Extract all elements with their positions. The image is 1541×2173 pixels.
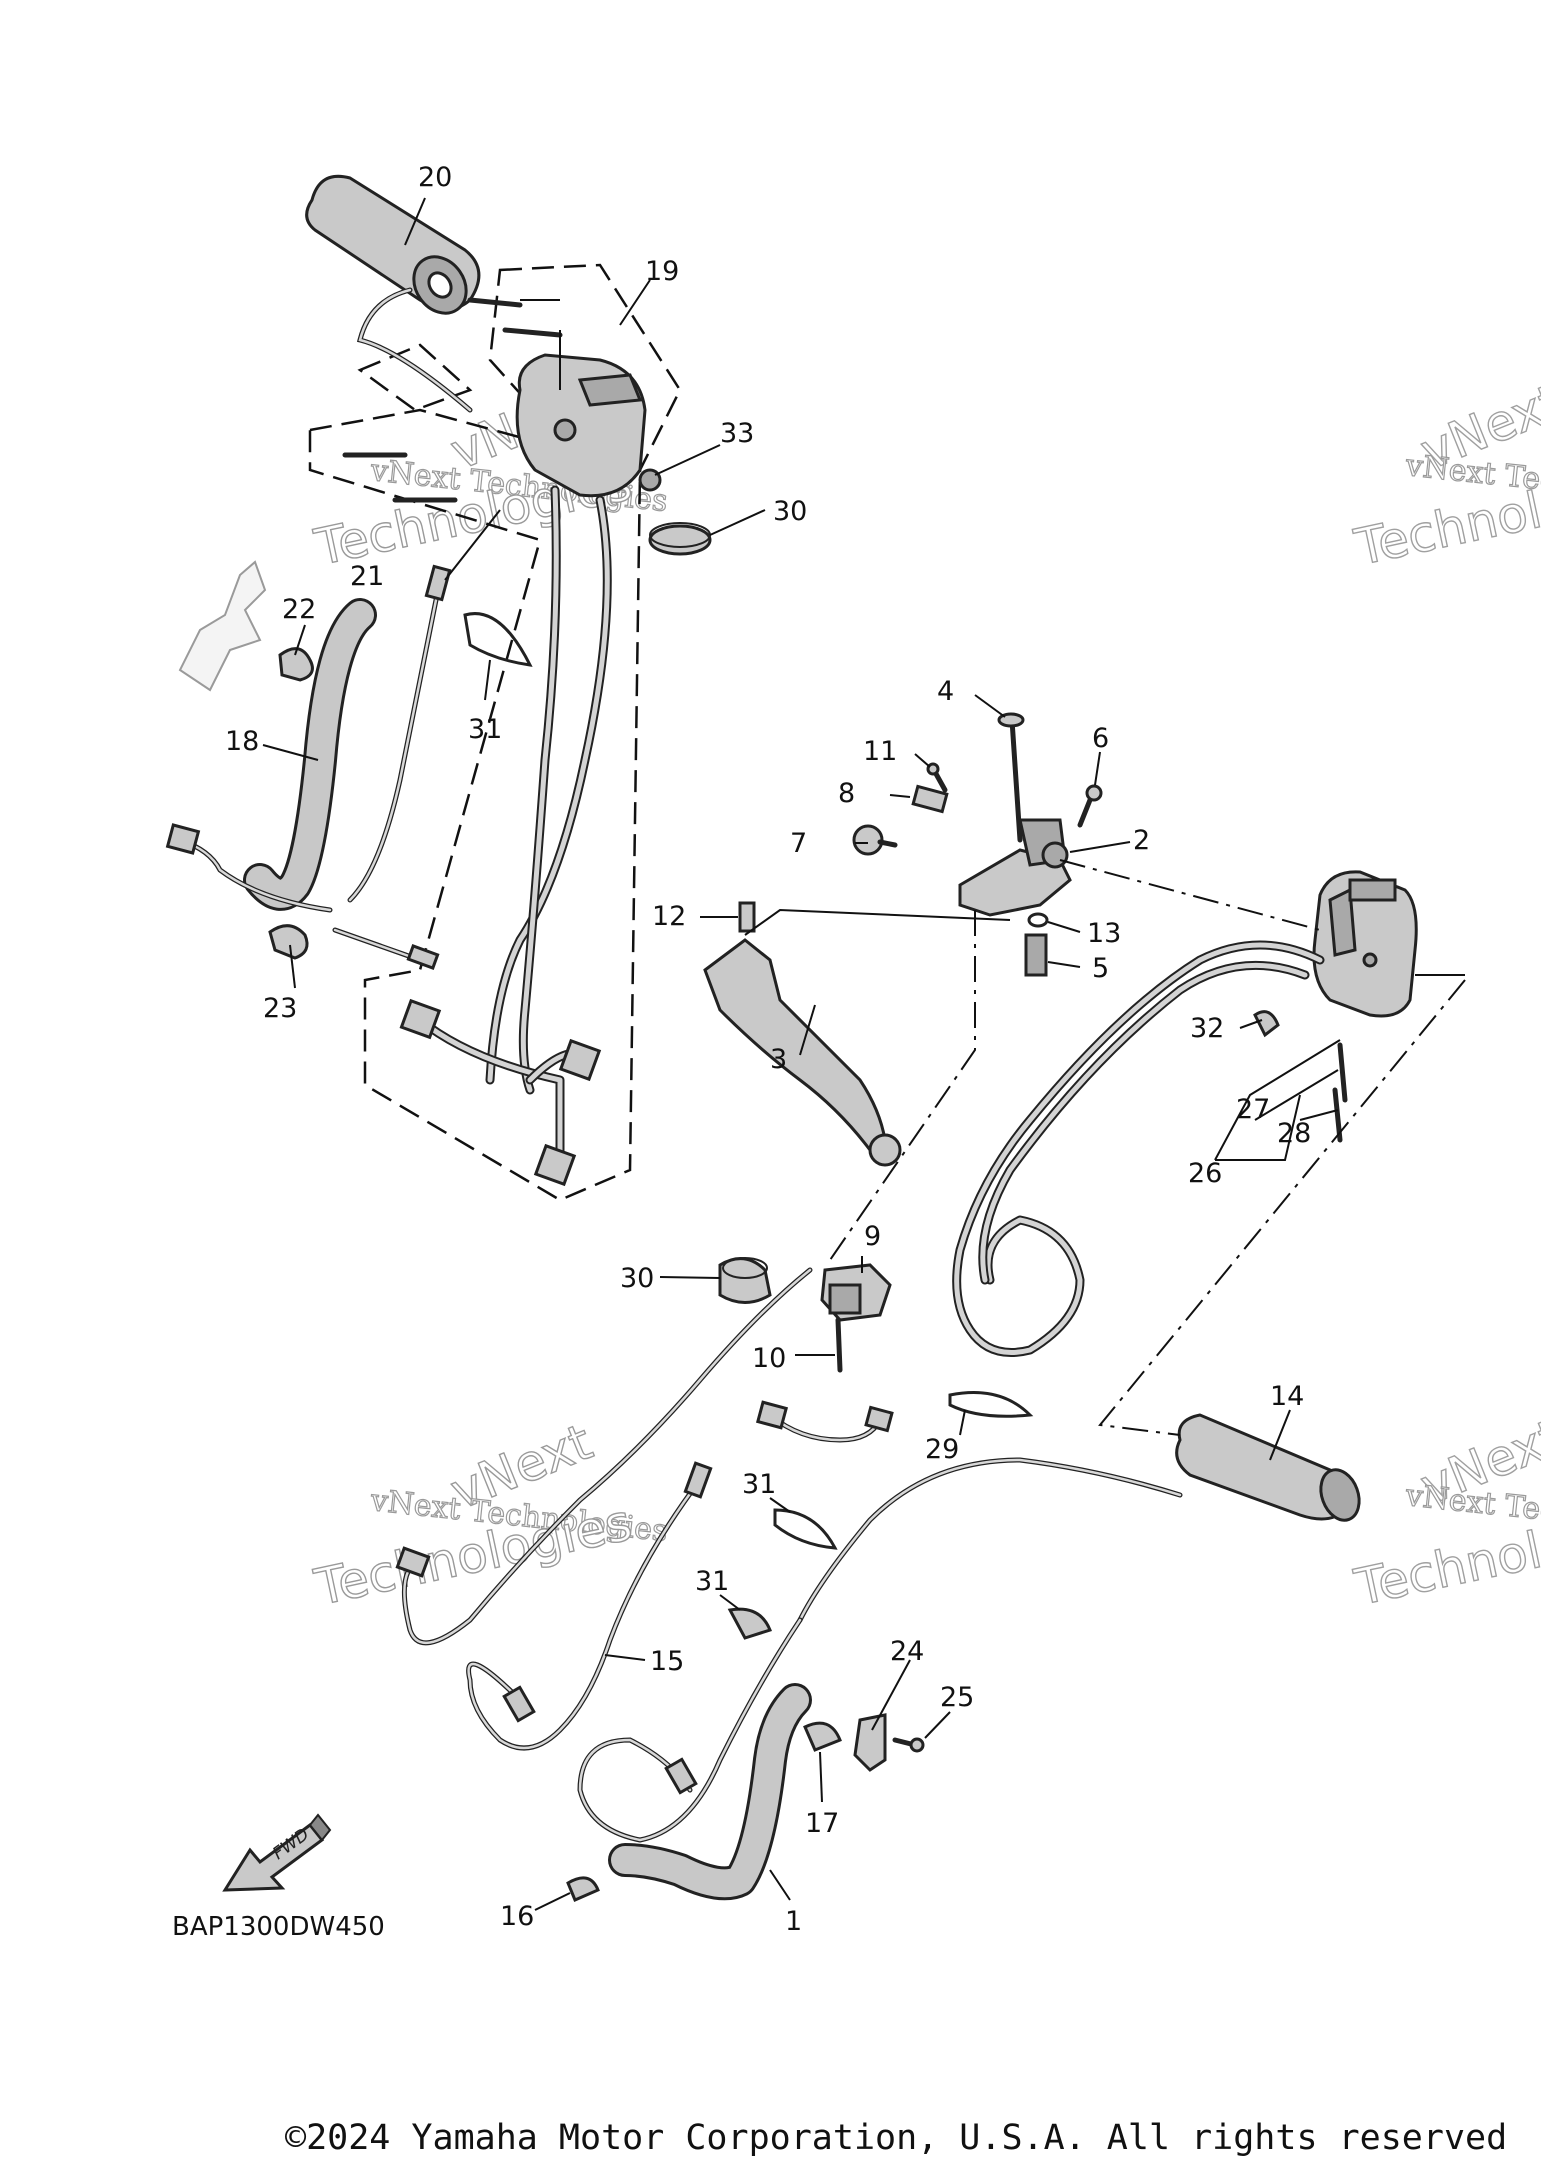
bolt-6: [1077, 784, 1103, 828]
ring-30-upper: [648, 522, 712, 556]
switch-screws-19: [342, 297, 563, 503]
callout-30-upper: 30: [773, 496, 807, 527]
screw-10: [835, 1317, 843, 1373]
clamp-31-lower: [727, 1607, 772, 1640]
leader-lines: [262, 197, 1339, 1911]
callout-29: 29: [925, 1434, 959, 1465]
callout-20: 20: [418, 162, 452, 193]
clamp-31-upper: [463, 612, 533, 667]
pin-12: [738, 901, 756, 933]
callout-4: 4: [937, 676, 954, 707]
callout-3: 3: [770, 1044, 787, 1075]
clamp-16: [566, 1876, 600, 1902]
callout-8: 8: [838, 778, 855, 809]
callout-17: 17: [805, 1808, 839, 1839]
switch-9: [820, 1263, 892, 1322]
bracket-24: [853, 1713, 887, 1772]
pivot-7: [852, 824, 898, 856]
callout-16: 16: [500, 1901, 534, 1932]
callout-21: 21: [350, 561, 384, 592]
left-lower-wire: [165, 823, 333, 913]
bolt-25: [892, 1737, 925, 1753]
callout-6: 6: [1092, 723, 1109, 754]
brake-lever: [703, 938, 902, 1167]
clamp-32: [1253, 1010, 1280, 1038]
watermark-bottom-right: vNext vNext Technologies Technologies: [1349, 1407, 1541, 1618]
spring-5: [1024, 933, 1048, 977]
switch-8: [911, 784, 949, 814]
right-grip: [1175, 1413, 1361, 1522]
callout-10: 10: [752, 1343, 786, 1374]
callout-33: 33: [720, 418, 754, 449]
bracket-26-right: [1215, 1094, 1301, 1161]
harness-15: [395, 1267, 894, 1843]
clamp-31-middle: [773, 1508, 838, 1550]
callout-5: 5: [1092, 953, 1109, 984]
bracket-outline: [357, 343, 473, 412]
left-switch-housing: [515, 353, 647, 498]
lever-bracket: [958, 818, 1072, 917]
hose-18: [243, 598, 377, 911]
diagram-code: BAP1300DW450: [172, 1912, 385, 1942]
ghost-lever: [178, 560, 267, 692]
left-switch-cable: [485, 485, 612, 1095]
fwd-arrow: FWD: [222, 1813, 332, 1892]
callout-14: 14: [1270, 1381, 1304, 1412]
leader-12-link: [744, 908, 1011, 936]
callout-19: 19: [645, 256, 679, 287]
copyright-notice: ©2024 Yamaha Motor Corporation, U.S.A. A…: [285, 2118, 1508, 2158]
callout-11: 11: [863, 736, 897, 767]
callout-28: 28: [1277, 1118, 1311, 1149]
callout-24: 24: [890, 1636, 924, 1667]
callout-1: 1: [785, 1906, 802, 1937]
ring-30-lower: [718, 1257, 772, 1304]
clamp-22: [278, 647, 314, 682]
hose-1: [608, 1683, 812, 1901]
callout-23: 23: [263, 993, 297, 1024]
washer-13: [1027, 912, 1049, 928]
callout-labels: 20 19 33 30 21 22 31 18 23 4 6 11 8 7 2 …: [225, 162, 1311, 1937]
watermark-bottom-left: vNext vNext Technologies Technologies: [309, 1412, 670, 1618]
callout-22: 22: [282, 594, 316, 625]
callout-27: 27: [1236, 1094, 1270, 1125]
clamp-17: [803, 1721, 842, 1752]
screws-27-28: [1332, 1042, 1348, 1143]
bolt-4: [997, 712, 1025, 843]
screw-11: [926, 762, 948, 793]
right-switch-cable: [952, 940, 1325, 1357]
callout-25: 25: [940, 1682, 974, 1713]
callout-2: 2: [1133, 825, 1150, 856]
right-switch-housing: [1312, 870, 1418, 1018]
callout-7: 7: [790, 828, 807, 859]
wire-21: [332, 564, 452, 970]
assembly-line-grip: [1098, 979, 1466, 1436]
callout-15: 15: [650, 1646, 684, 1677]
callout-9: 9: [864, 1221, 881, 1252]
callout-31-middle: 31: [742, 1469, 776, 1500]
callout-13: 13: [1087, 918, 1121, 949]
watermark-top-right: vNext vNext Technologies Technologies: [1349, 372, 1541, 578]
grip-14-cable: [797, 1457, 1183, 1623]
clamp-29: [948, 1391, 1034, 1418]
callout-32: 32: [1190, 1013, 1224, 1044]
callout-31-upper: 31: [468, 714, 502, 745]
clamp-23: [268, 924, 309, 960]
callout-30-lower: 30: [620, 1263, 654, 1294]
left-connector-harness: [399, 998, 602, 1187]
callout-18: 18: [225, 726, 259, 757]
callout-31-lower: 31: [695, 1566, 729, 1597]
callout-26: 26: [1188, 1158, 1222, 1189]
left-grip: [305, 174, 481, 315]
bracket-26-left: [1214, 1039, 1341, 1161]
assembly-line-lever-9: [829, 910, 976, 1261]
callout-12: 12: [652, 901, 686, 932]
